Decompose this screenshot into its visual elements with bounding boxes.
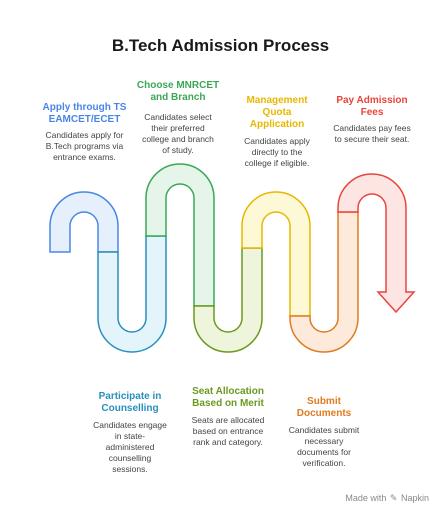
step-5-title: Participate in Counselling <box>98 391 162 414</box>
step-2-title: Choose MNRCET and Branch <box>136 80 220 103</box>
path-segment-seat-allocation <box>193 247 263 353</box>
step-3-title: Management Quota Application <box>246 95 308 130</box>
path-segment-choose <box>145 163 215 307</box>
step-2-desc: Candidates select their preferred colleg… <box>142 112 214 155</box>
step-4-title: Pay Admission Fees <box>336 95 408 118</box>
step-4-desc: Candidates pay fees to secure their seat… <box>333 123 411 144</box>
path-segment-counselling <box>97 235 167 353</box>
footer-brand: Napkin <box>400 493 429 503</box>
footer-attribution[interactable]: Made with ✎ Napkin <box>345 493 429 504</box>
step-1-desc: Candidates apply for B.Tech programs via… <box>45 130 124 162</box>
path-segment-pay-fees <box>337 173 416 314</box>
step-7-title: Submit Documents <box>296 396 352 419</box>
path-segment-apply <box>49 191 119 253</box>
step-3-desc: Candidates apply directly to the college… <box>244 136 310 168</box>
step-7-desc: Candidates submit necessary documents fo… <box>288 425 360 468</box>
step-5-desc: Candidates engage in state- administered… <box>93 420 167 474</box>
step-6-title: Seat Allocation Based on Merit <box>192 386 264 409</box>
page-title: B.Tech Admission Process <box>111 36 330 55</box>
step-1-title: Apply through TS EAMCET/ECET <box>42 102 127 125</box>
footer-made-with: Made with <box>345 493 387 503</box>
step-6-desc: Seats are allocated based on entrance ra… <box>191 415 265 447</box>
napkin-logo-icon: ✎ <box>389 493 398 503</box>
path-segment-management-quota <box>241 191 311 317</box>
path-segment-submit-documents <box>289 211 359 353</box>
